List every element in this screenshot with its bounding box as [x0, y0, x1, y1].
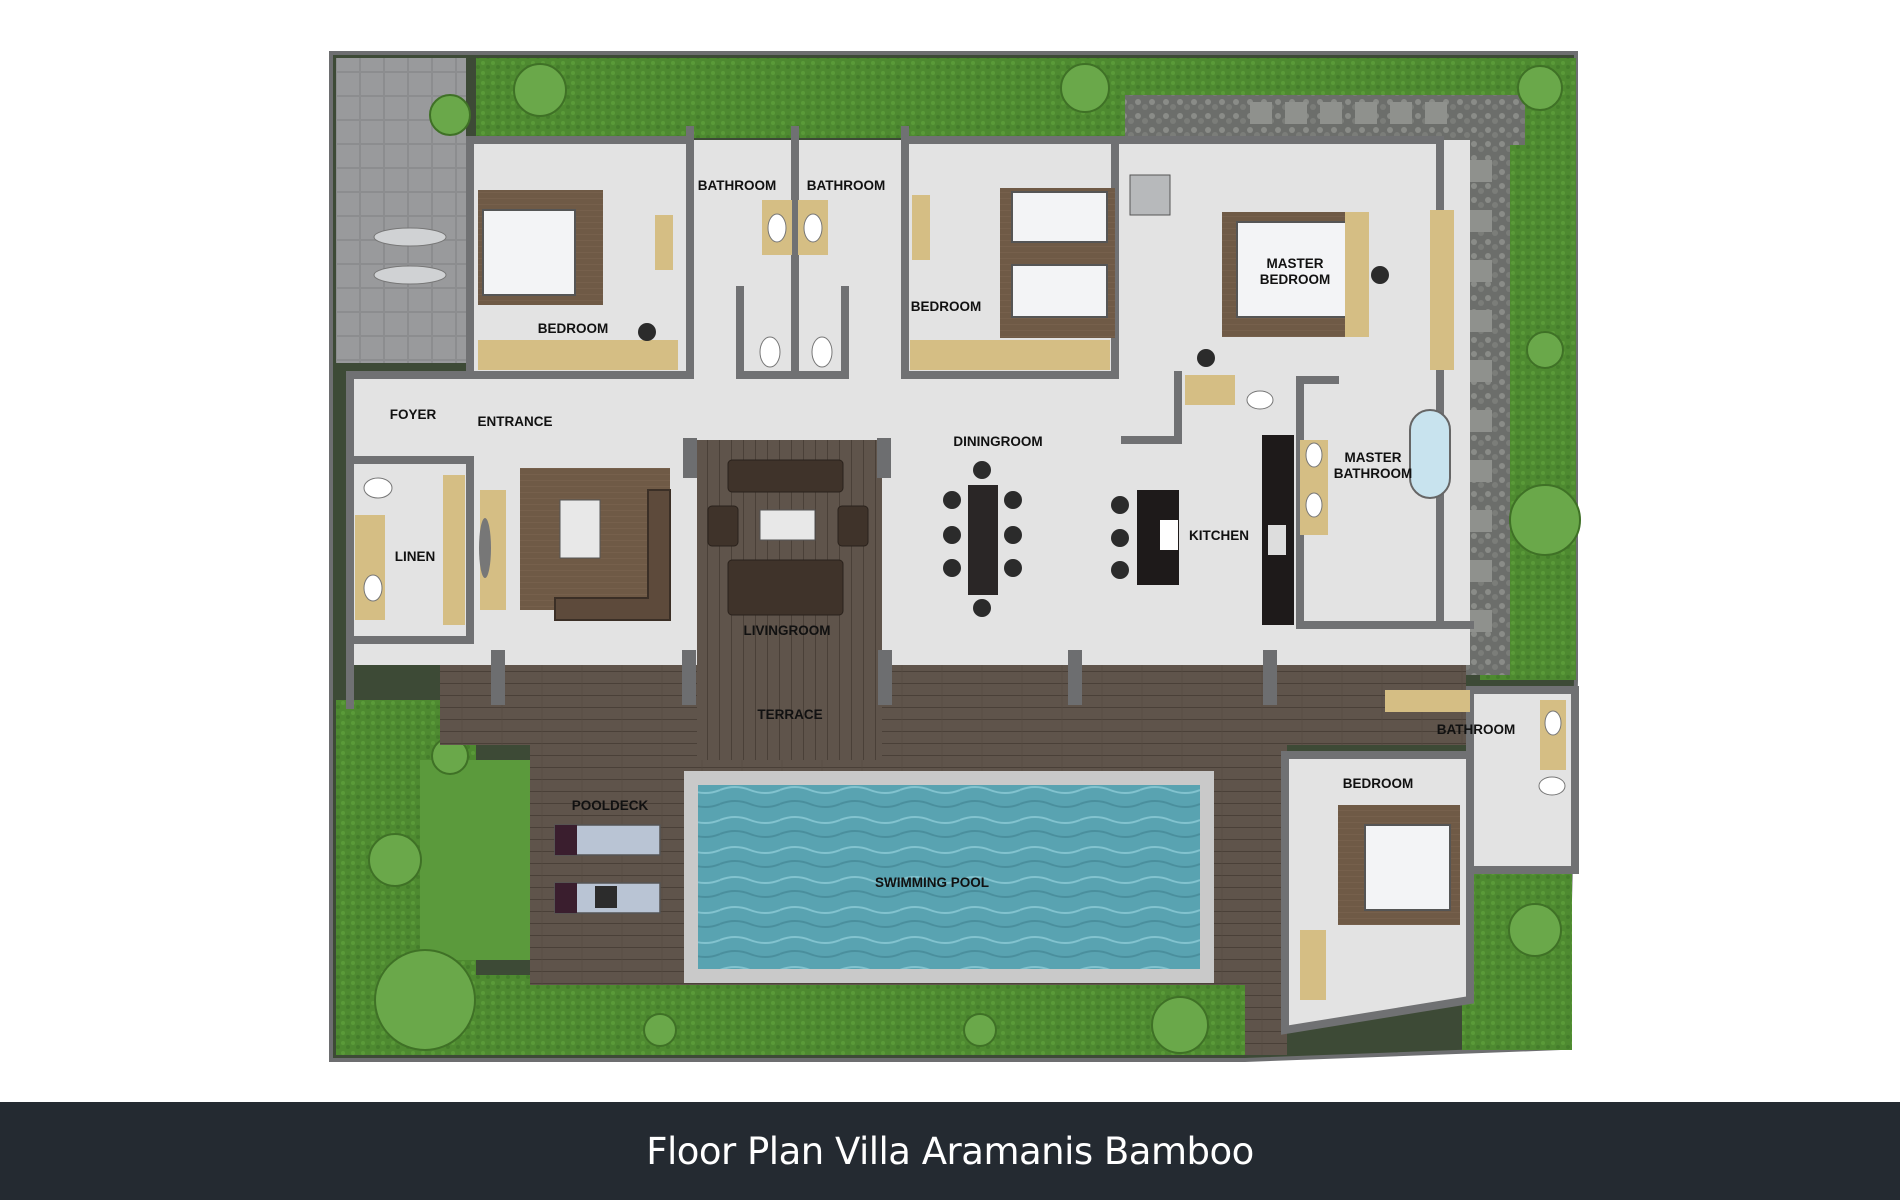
label-swimming-pool: SWIMMING POOL [875, 875, 989, 890]
caption-bar: Floor Plan Villa Aramanis Bamboo [0, 1102, 1900, 1200]
label-bedroom-1: BEDROOM [538, 321, 609, 336]
label-diningroom: DININGROOM [953, 434, 1042, 449]
caption-title: Floor Plan Villa Aramanis Bamboo [646, 1129, 1254, 1173]
label-bathroom-2: BATHROOM [807, 178, 886, 193]
label-terrace: TERRACE [757, 707, 822, 722]
label-master-bathroom-2: BATHROOM [1334, 466, 1413, 481]
label-bedroom-3: BEDROOM [1343, 776, 1414, 791]
label-bathroom-3: BATHROOM [1437, 722, 1516, 737]
label-foyer: FOYER [390, 407, 437, 422]
label-master-bathroom-1: MASTER [1345, 450, 1402, 465]
label-kitchen: KITCHEN [1189, 528, 1249, 543]
label-master-bedroom-2: BEDROOM [1260, 272, 1331, 287]
label-livingroom: LIVINGROOM [744, 623, 831, 638]
label-bedroom-2: BEDROOM [911, 299, 982, 314]
label-pooldeck: POOLDECK [572, 798, 649, 813]
label-master-bedroom-1: MASTER [1267, 256, 1324, 271]
label-bathroom-1: BATHROOM [698, 178, 777, 193]
garden-southeast [1462, 870, 1572, 1050]
lawn [420, 760, 530, 960]
label-linen: LINEN [395, 549, 436, 564]
swimming-pool [698, 785, 1200, 969]
label-entrance: ENTRANCE [477, 414, 552, 429]
sun-loungers [554, 824, 661, 914]
garden-south [476, 975, 1246, 1055]
